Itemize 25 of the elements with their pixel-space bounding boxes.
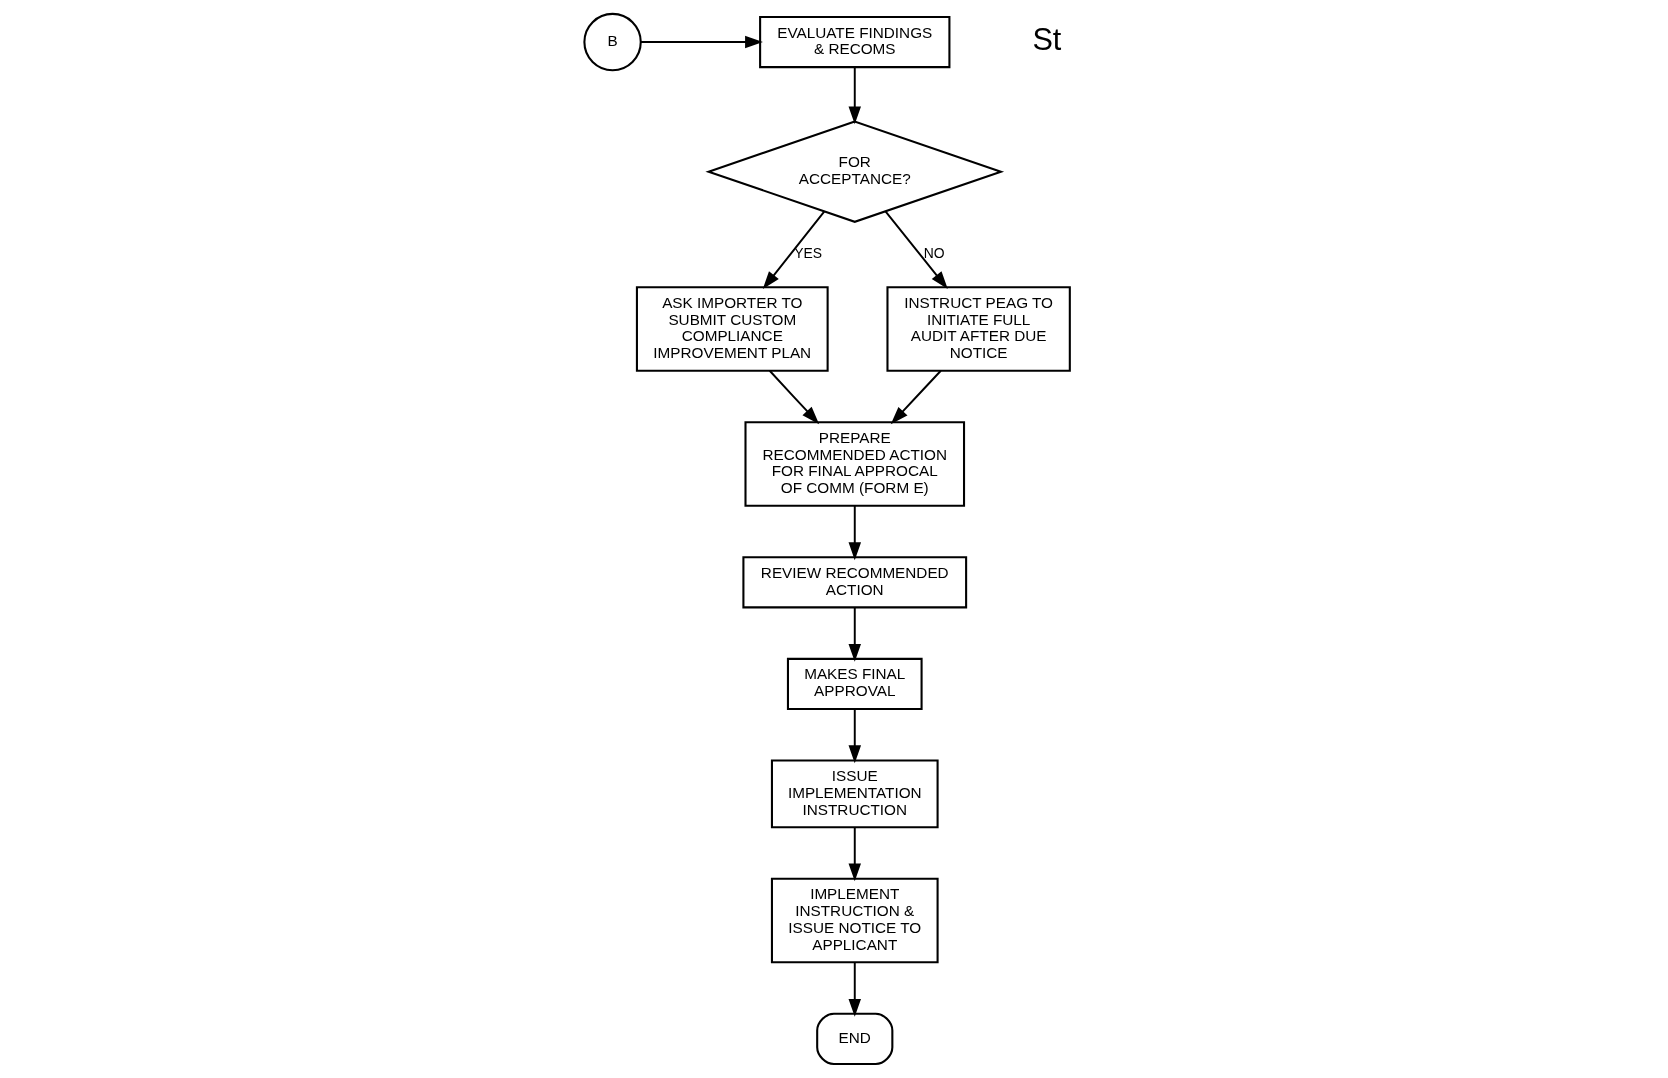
node-box: INSTRUCT PEAG TO INITIATE FULL AUDIT AFTER DUE NOTICE [885,286,1071,372]
arrow [762,210,825,290]
node-box: ASK IMPORTER TO SUBMIT CUSTOM COMPLIANCE IMPROVEMENT PLAN [635,286,829,372]
node-circle: B [582,12,642,72]
node-box: ISSUE IMPLEMENTATION INSTRUCTION [770,759,939,829]
node-box: EVALUATE FINDINGS & RECOMS [758,16,950,69]
arrow [848,606,861,662]
arrow [848,66,861,125]
arrow [639,35,763,49]
arrow [848,708,861,764]
node-box: PREPARE RECOMMENDED ACTION FOR FINAL APPROCAL OF COMM (FORM E) [743,421,965,507]
arrow [890,369,942,425]
arrow [848,826,861,882]
node-box: MAKES FINAL APPROVAL [786,657,923,711]
node-box: REVIEW RECOMMENDED ACTION [741,556,967,609]
arrow [768,369,819,425]
arrow [884,210,948,290]
node-box: END [815,1012,893,1065]
node-box: IMPLEMENT INSTRUCTION & ISSUE NOTICE TO APPLICANT [770,877,939,964]
edge-label: YES [793,245,822,262]
arrow [848,961,861,1017]
node-diamond: FOR ACCEPTANCE? [704,120,1004,223]
edge-label: NO [923,245,945,262]
arrow [848,504,861,561]
label: St [1031,21,1061,56]
